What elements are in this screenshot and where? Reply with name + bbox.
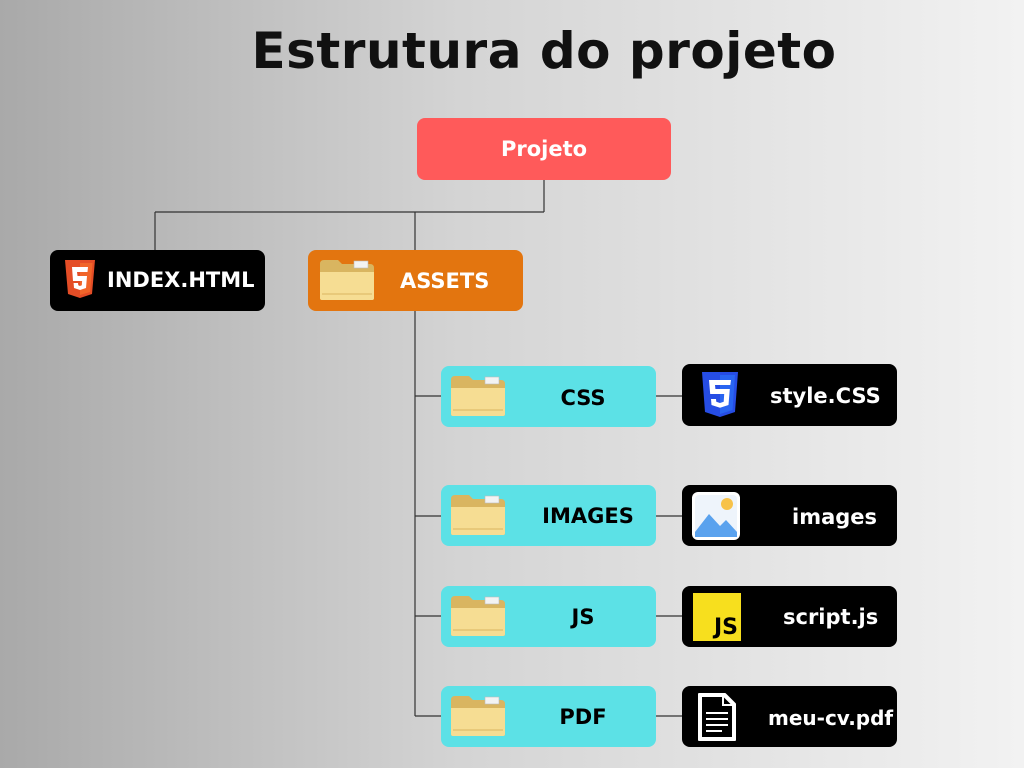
folder-css-node[interactable]: CSS: [441, 366, 656, 427]
folder-icon: [451, 495, 505, 535]
folder-pdf-node[interactable]: PDF: [441, 686, 656, 747]
document-icon: [698, 693, 736, 741]
index-html-node[interactable]: INDEX.HTML: [50, 250, 265, 311]
root-label: Projeto: [500, 137, 588, 161]
file-images-label: images: [792, 505, 878, 529]
css3-icon: [702, 372, 738, 417]
folder-css-label: CSS: [560, 386, 606, 410]
folder-pdf-label: PDF: [559, 705, 607, 729]
folder-images-node[interactable]: IMAGES: [441, 485, 656, 546]
root-node[interactable]: Projeto: [417, 118, 671, 180]
assets-label: ASSETS: [400, 269, 490, 293]
folder-icon: [451, 596, 505, 636]
file-images-node[interactable]: images: [682, 485, 897, 546]
folder-icon: [451, 696, 505, 736]
folder-js-node[interactable]: JS: [441, 586, 656, 647]
file-style-css-label: style.CSS: [770, 384, 881, 408]
js-icon: JS: [693, 593, 741, 641]
file-script-js-label: script.js: [783, 605, 879, 629]
file-pdf-node[interactable]: meu-cv.pdf: [682, 686, 897, 747]
image-icon: [692, 492, 740, 540]
folder-images-label: IMAGES: [542, 504, 634, 528]
page-title: Estrutura do projeto: [251, 22, 837, 80]
assets-node[interactable]: ASSETS: [308, 250, 523, 311]
index-html-label: INDEX.HTML: [107, 268, 255, 292]
folder-icon: [320, 260, 374, 300]
file-style-css-node[interactable]: style.CSS: [682, 364, 897, 426]
html5-icon: [65, 260, 95, 298]
file-pdf-label: meu-cv.pdf: [768, 706, 894, 730]
file-script-js-node[interactable]: JS script.js: [682, 586, 897, 647]
folder-icon: [451, 376, 505, 416]
folder-js-label: JS: [571, 605, 595, 629]
